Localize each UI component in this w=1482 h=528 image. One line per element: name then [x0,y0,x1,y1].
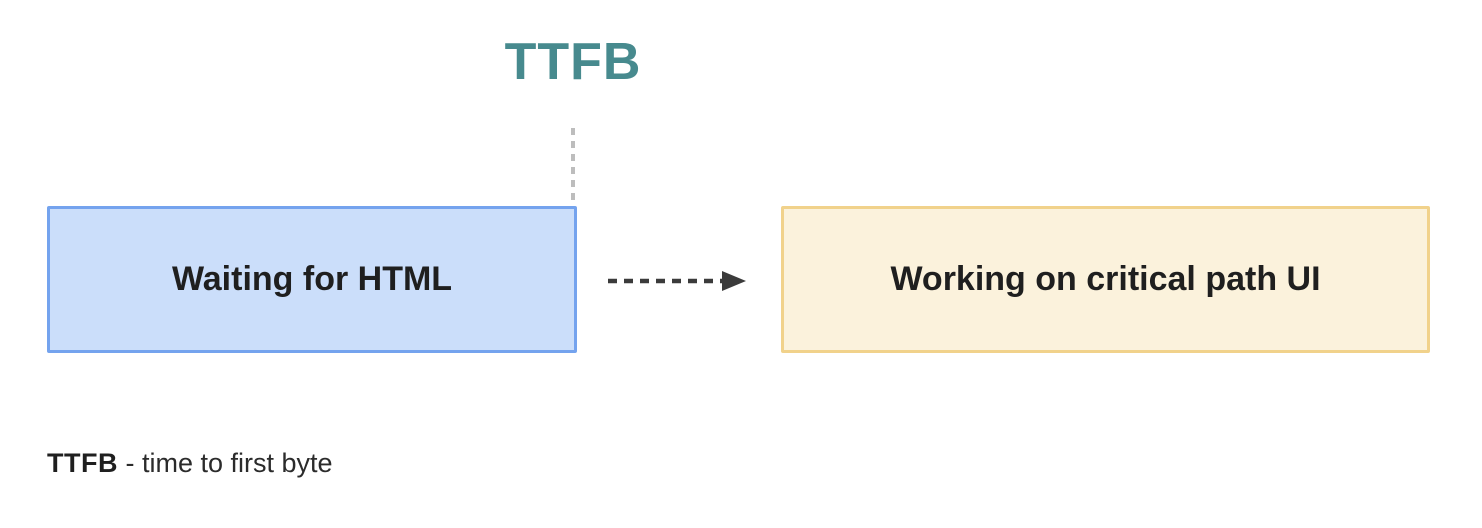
legend-separator: - [117,448,142,478]
dashed-arrow-icon [608,271,746,291]
node-working-on-critical-path-ui: Working on critical path UI [781,206,1430,353]
node-working-on-critical-path-ui-label: Working on critical path UI [890,260,1321,298]
node-waiting-for-html: Waiting for HTML [47,206,577,353]
legend: TTFB - time to first byte [47,448,333,479]
ttfb-marker-dashed-line [571,128,575,204]
diagram-title: TTFB [504,33,642,91]
legend-term: TTFB [47,448,118,478]
node-waiting-for-html-label: Waiting for HTML [171,260,453,298]
legend-definition: time to first byte [141,448,333,478]
